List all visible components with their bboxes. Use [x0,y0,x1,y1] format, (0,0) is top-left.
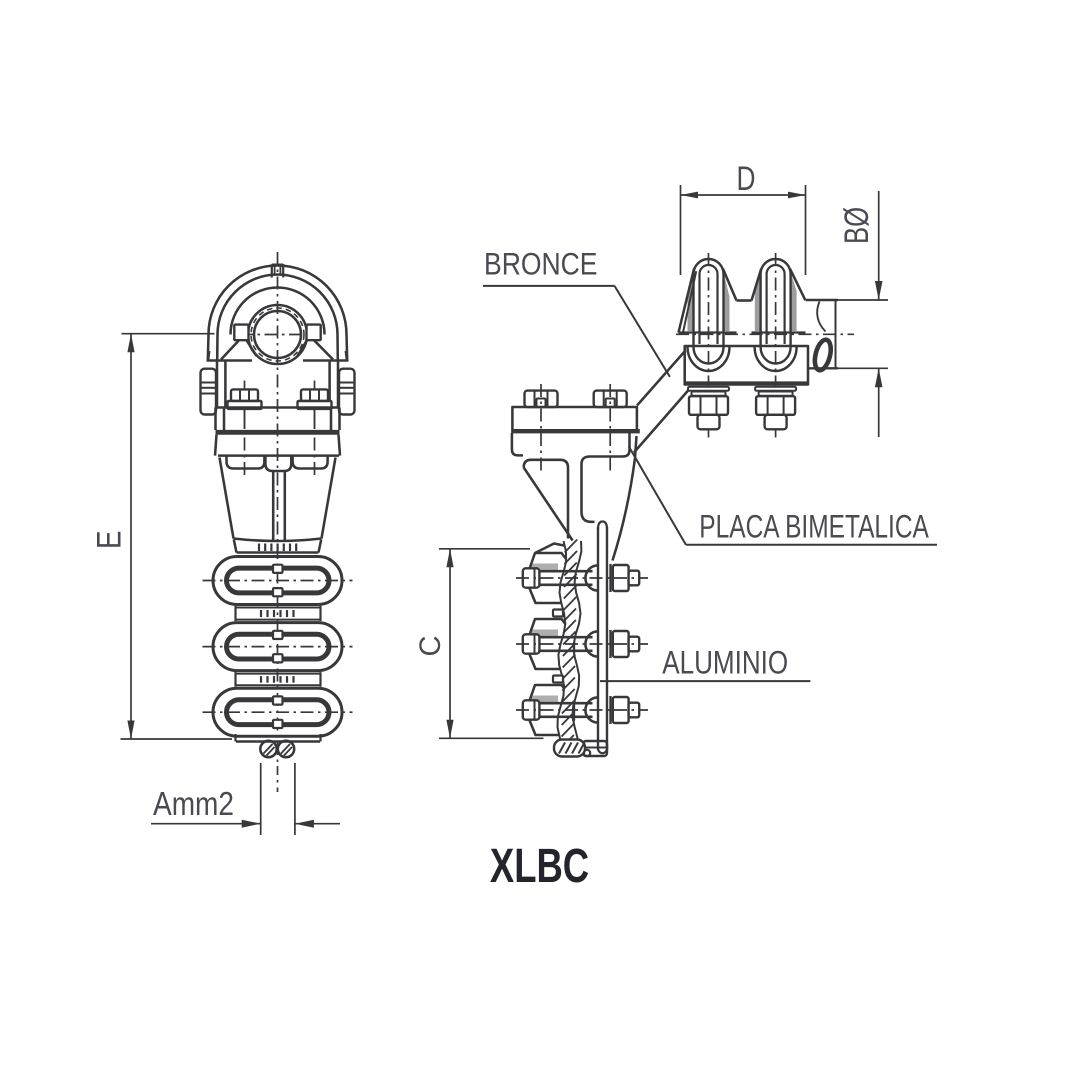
svg-text:ALUMINIO: ALUMINIO [662,645,788,681]
svg-text:D: D [737,160,756,198]
svg-text:C: C [414,636,447,657]
svg-text:XLBC: XLBC [490,840,589,893]
svg-text:Amm2: Amm2 [153,785,234,822]
svg-text:BØ: BØ [838,207,876,244]
svg-text:PLACA BIMETALICA: PLACA BIMETALICA [699,508,929,544]
svg-text:E: E [90,531,128,550]
svg-text:BRONCE: BRONCE [484,246,598,282]
